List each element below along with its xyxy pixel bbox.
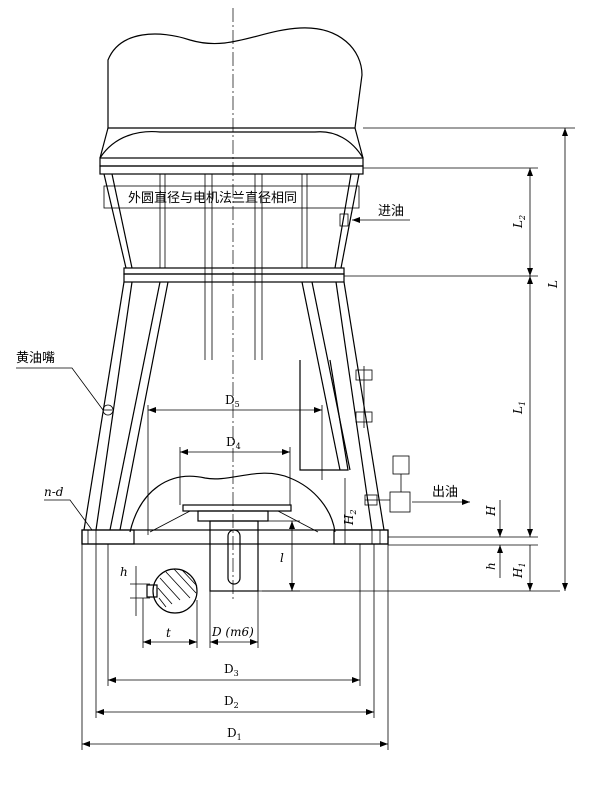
dim-D5-arrow-left [148,407,156,413]
dim-D2-arrow-left [96,709,104,715]
housing-rib-left [149,510,191,533]
flange-note: 外圆直径与电机法兰直径相同 [128,191,297,206]
inner-leg-right-1 [301,281,341,471]
bearing-housing [129,472,336,533]
dim-l-arrow-top [289,521,295,529]
dim-H1-label: H1 [511,562,527,579]
dim-D2-label: D2 [224,694,239,710]
shaft-section-key [146,584,158,598]
dim-D3-label: D3 [224,662,239,678]
output-shaft [209,520,259,592]
lower-frame-right-inner [335,281,373,531]
dim-D3-arrow-left [108,677,116,683]
inner-leg-left-1 [109,281,161,531]
base-foot-left [81,529,135,545]
housing-flange [182,504,292,512]
shaft-section-hatch [157,568,198,608]
dim-L1-arrow-top [527,276,533,284]
dim-D5-arrow-right [314,407,322,413]
dim-l-label: l [280,551,284,565]
dim-D4-label: D4 [226,435,241,451]
dim-L1-label: L1 [511,401,527,415]
flange-edge-left [99,127,109,159]
inner-column [299,359,349,471]
dim-H2-label: H2 [342,509,358,526]
dim-L2-arrow-bottom [527,268,533,276]
dim-H-arrow [497,529,503,537]
flange-edge-right [354,127,364,159]
oil-out-label: 出油 [432,485,458,500]
grease-nipple-leader [16,367,104,411]
shaft-key [227,529,241,585]
nd-leader [44,499,93,531]
inner-leg-left-2 [119,281,169,531]
dim-l-arrow-bottom [289,583,295,591]
shaft-section [152,568,198,614]
dim-L2-label: L2 [511,215,527,229]
dim-t-arrow-left [143,639,151,645]
upper-band [99,157,364,167]
dim-t-label: t [166,626,171,640]
dim-H1-arrow-bottom [527,583,533,591]
dim-D-label: D (m6) [211,625,254,639]
housing-rib-right [277,510,319,533]
inner-leg-right-2 [311,281,351,471]
oil-in-label: 进油 [378,204,404,219]
dim-D-arrow-right [250,639,258,645]
oil-out-valve [392,455,410,475]
middle-band [123,267,345,275]
dim-h-label: h [120,565,128,579]
base-plate [81,529,389,545]
motor-body [107,27,363,129]
dim-D-arrow-left [210,639,218,645]
lower-frame-left-outer [83,281,125,531]
oil-in-fitting [339,213,349,227]
dim-D2-arrow-right [366,709,374,715]
oil-in-arrow [352,217,360,223]
upper-frame-right-outer [340,173,360,269]
dim-h-right-label: h [484,562,498,570]
dim-L-arrow-bottom [562,583,568,591]
dim-D1-label: D1 [227,726,242,742]
dim-D4-arrow-left [180,449,188,455]
dim-L1-arrow-bottom [527,529,533,537]
dim-L-label: L [546,280,560,289]
dim-t-arrow-right [189,639,197,645]
middle-band-2 [123,273,345,283]
dim-D5-label: D5 [225,393,240,409]
oil-out-body [389,491,411,513]
flange-note-box [103,185,360,209]
dim-L-arrow-top [562,128,568,136]
motor-flange [99,131,364,159]
lower-frame-left-inner [95,281,133,531]
oil-out-nut [364,494,378,506]
dim-L2-arrow-top [527,168,533,176]
dim-D4-arrow-right [282,449,290,455]
nd-label: n-d [44,485,64,499]
dim-D1-arrow-left [82,741,90,747]
upper-frame-left-inner [111,173,133,269]
dim-D3-arrow-right [352,677,360,683]
dim-h-right-arrow [497,545,503,553]
dim-H-label: H [484,505,498,517]
upper-frame-left-outer [103,173,127,269]
grease-nipple-label: 黄油嘴 [16,351,55,366]
oil-out-arrow [462,499,470,505]
dim-D1-arrow-right [380,741,388,747]
upper-band-2 [99,165,364,175]
upper-frame-right-inner [334,173,352,269]
